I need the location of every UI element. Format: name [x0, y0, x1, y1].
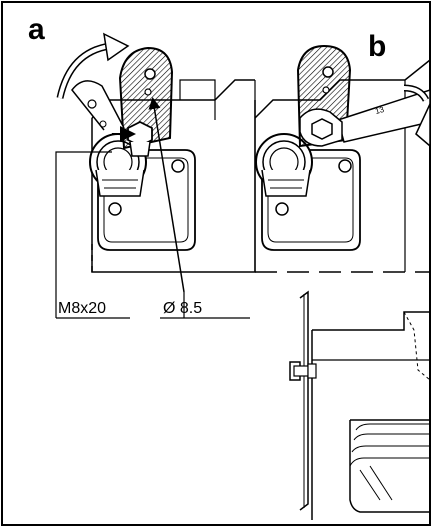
bolt-a	[127, 120, 153, 157]
panel-b-label: b	[368, 30, 386, 63]
wrench-size-label: 13	[374, 105, 385, 116]
panel-a	[55, 32, 256, 319]
hole-dimension-label: Ø 8.5	[163, 300, 202, 317]
bolt-side	[289, 361, 317, 381]
cable-gland-side	[349, 419, 430, 513]
rotation-arrow-b	[403, 84, 431, 148]
side-view	[289, 290, 431, 520]
bolt-dimension-label: M8x20	[58, 300, 106, 317]
panel-a-label: a	[28, 13, 45, 46]
wrench-b: 13	[299, 88, 431, 147]
rotation-arrow-a	[56, 32, 130, 99]
panel-b: 13	[254, 44, 431, 273]
grounding-strap-a	[118, 46, 174, 150]
cable-gland-b	[255, 133, 313, 197]
